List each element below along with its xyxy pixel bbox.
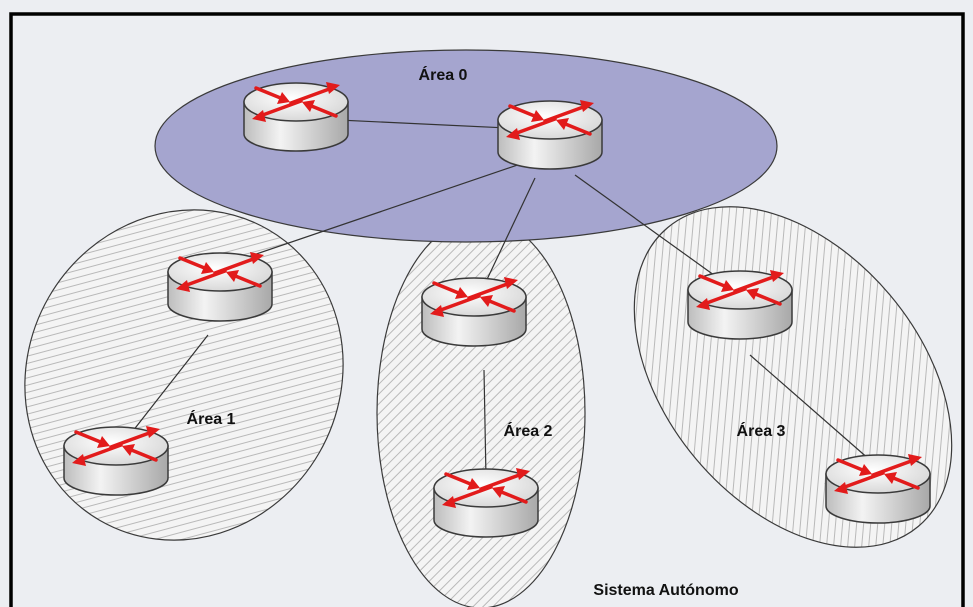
router-icon <box>824 452 932 525</box>
area-2-region <box>376 217 586 607</box>
router-icon <box>242 80 350 153</box>
link-area0-area2 <box>481 177 536 291</box>
area-2-label: Área 2 <box>504 421 553 440</box>
router-icon <box>432 466 540 539</box>
router-icon <box>686 268 794 341</box>
autonomous-system-label: Sistema Autónomo <box>593 582 738 599</box>
area-3-label: Área 3 <box>737 421 786 440</box>
area-1-label: Área 1 <box>187 409 236 428</box>
autonomous-system-frame <box>9 12 965 607</box>
link-area0-area1 <box>229 157 539 264</box>
link-area0-area3 <box>574 174 726 284</box>
router-icon <box>420 275 528 348</box>
router-icon <box>496 98 604 171</box>
area-0-label: Área 0 <box>419 65 468 84</box>
link-area3 <box>749 354 871 461</box>
link-area2 <box>483 369 487 479</box>
router-icon <box>166 250 274 323</box>
router-icon <box>62 424 170 497</box>
